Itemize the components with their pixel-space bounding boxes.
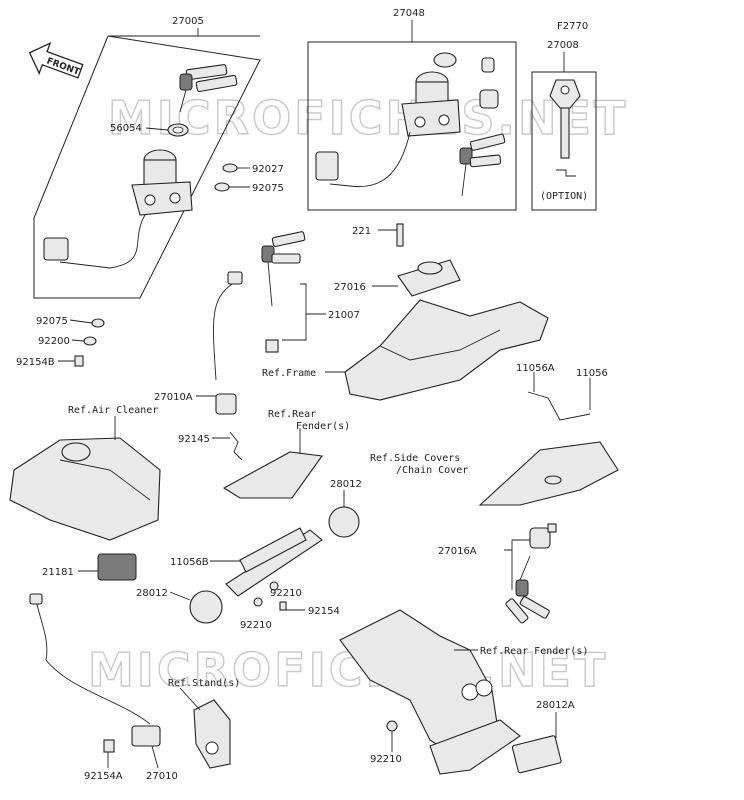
reflector-28012A [511,735,562,774]
label-92154B: 92154B [16,357,55,368]
label-28012-b: 28012 [136,588,168,599]
option-label: (OPTION) [540,191,588,202]
sensor-27010A [213,271,243,415]
bolt-27048 [481,57,495,73]
ref-side-covers-line2: /Chain Cover [396,465,468,476]
label-11056A: 11056A [516,363,555,374]
stand-switch-cable [35,599,151,725]
bolt-92154B [74,355,84,367]
label-27010A: 27010A [154,392,193,403]
washer-92200 [83,336,97,346]
air-cleaner [9,437,161,541]
label-11056B: 11056B [170,557,209,568]
label-92075-a: 92075 [252,183,284,194]
side-cover [478,441,619,506]
label-92154A: 92154A [84,771,123,782]
bolt-21007 [265,339,279,353]
label-56054: 56054 [110,123,142,134]
ref-air-cleaner: Ref.Air Cleaner [68,405,158,416]
rear-fender-plate [222,451,323,499]
label-92210-a: 92210 [270,588,302,599]
relay-21181 [97,553,137,581]
label-27016: 27016 [334,282,366,293]
stand-bracket [193,699,231,769]
bracket-11056B [225,527,323,597]
key-27048 [459,133,506,197]
label-92210-c: 92210 [370,754,402,765]
label-92154: 92154 [308,606,340,617]
label-92145: 92145 [178,434,210,445]
ref-rear-fender-lower: Ref.Rear Fender(s) [480,646,588,657]
label-92200: 92200 [38,336,70,347]
key-21007 [261,231,306,307]
ref-rear-fender-line2: Fender(s) [296,421,350,432]
label-92075-b: 92075 [36,316,68,327]
group-frame-27005 [33,35,261,299]
label-27005: 27005 [172,16,204,27]
label-27008: 27008 [547,40,579,51]
reflector-28012-left [189,590,223,624]
key-27008 [549,79,581,159]
washer-92027 [222,163,238,173]
bracket-11056A [527,391,591,421]
stand-switch-27010 [131,725,161,747]
label-27048: 27048 [393,8,425,19]
label-92027: 92027 [252,164,284,175]
nut-92210-lower [253,597,263,607]
watermark-top: MICROFICHES.NET [108,91,628,145]
nut-92210-upper [269,581,279,591]
label-11056: 11056 [576,368,608,379]
front-arrow-icon: FRONT [28,41,84,79]
reflector-28012-right [328,506,360,538]
label-F2770: F2770 [557,21,588,32]
label-28012A: 28012A [536,700,575,711]
label-221: 221 [352,226,371,237]
ref-rear-fender-line1: Ref.Rear [268,409,316,420]
frame-assembly [344,299,549,401]
washer-92075 [214,182,230,192]
ref-side-covers-line1: Ref.Side Covers [370,453,460,464]
washer-92075-lower [91,318,105,328]
label-27010: 27010 [146,771,178,782]
nut-92210-fender [386,720,398,732]
label-21007: 21007 [328,310,360,321]
key-27016A [505,555,550,624]
label-21181: 21181 [42,567,74,578]
ref-frame: Ref.Frame [262,368,316,379]
bolt-92154A [103,739,115,753]
label-28012-a: 28012 [330,479,362,490]
washer-27048 [433,52,457,68]
bolt-92154 [279,601,287,611]
ref-stand: Ref.Stand(s) [168,678,240,689]
key-27005 [179,64,238,113]
bolt-221 [396,223,404,247]
watermark-bottom: MICROFICHES.NET [88,643,608,697]
ignition-switch-27048 [315,71,461,188]
label-27016A: 27016A [438,546,477,557]
spring-92145 [229,431,243,461]
lock-27016A [529,523,557,549]
lock-cylinder-27048 [479,89,499,109]
ignition-switch-27005 [43,149,193,269]
label-92210-b: 92210 [240,620,272,631]
